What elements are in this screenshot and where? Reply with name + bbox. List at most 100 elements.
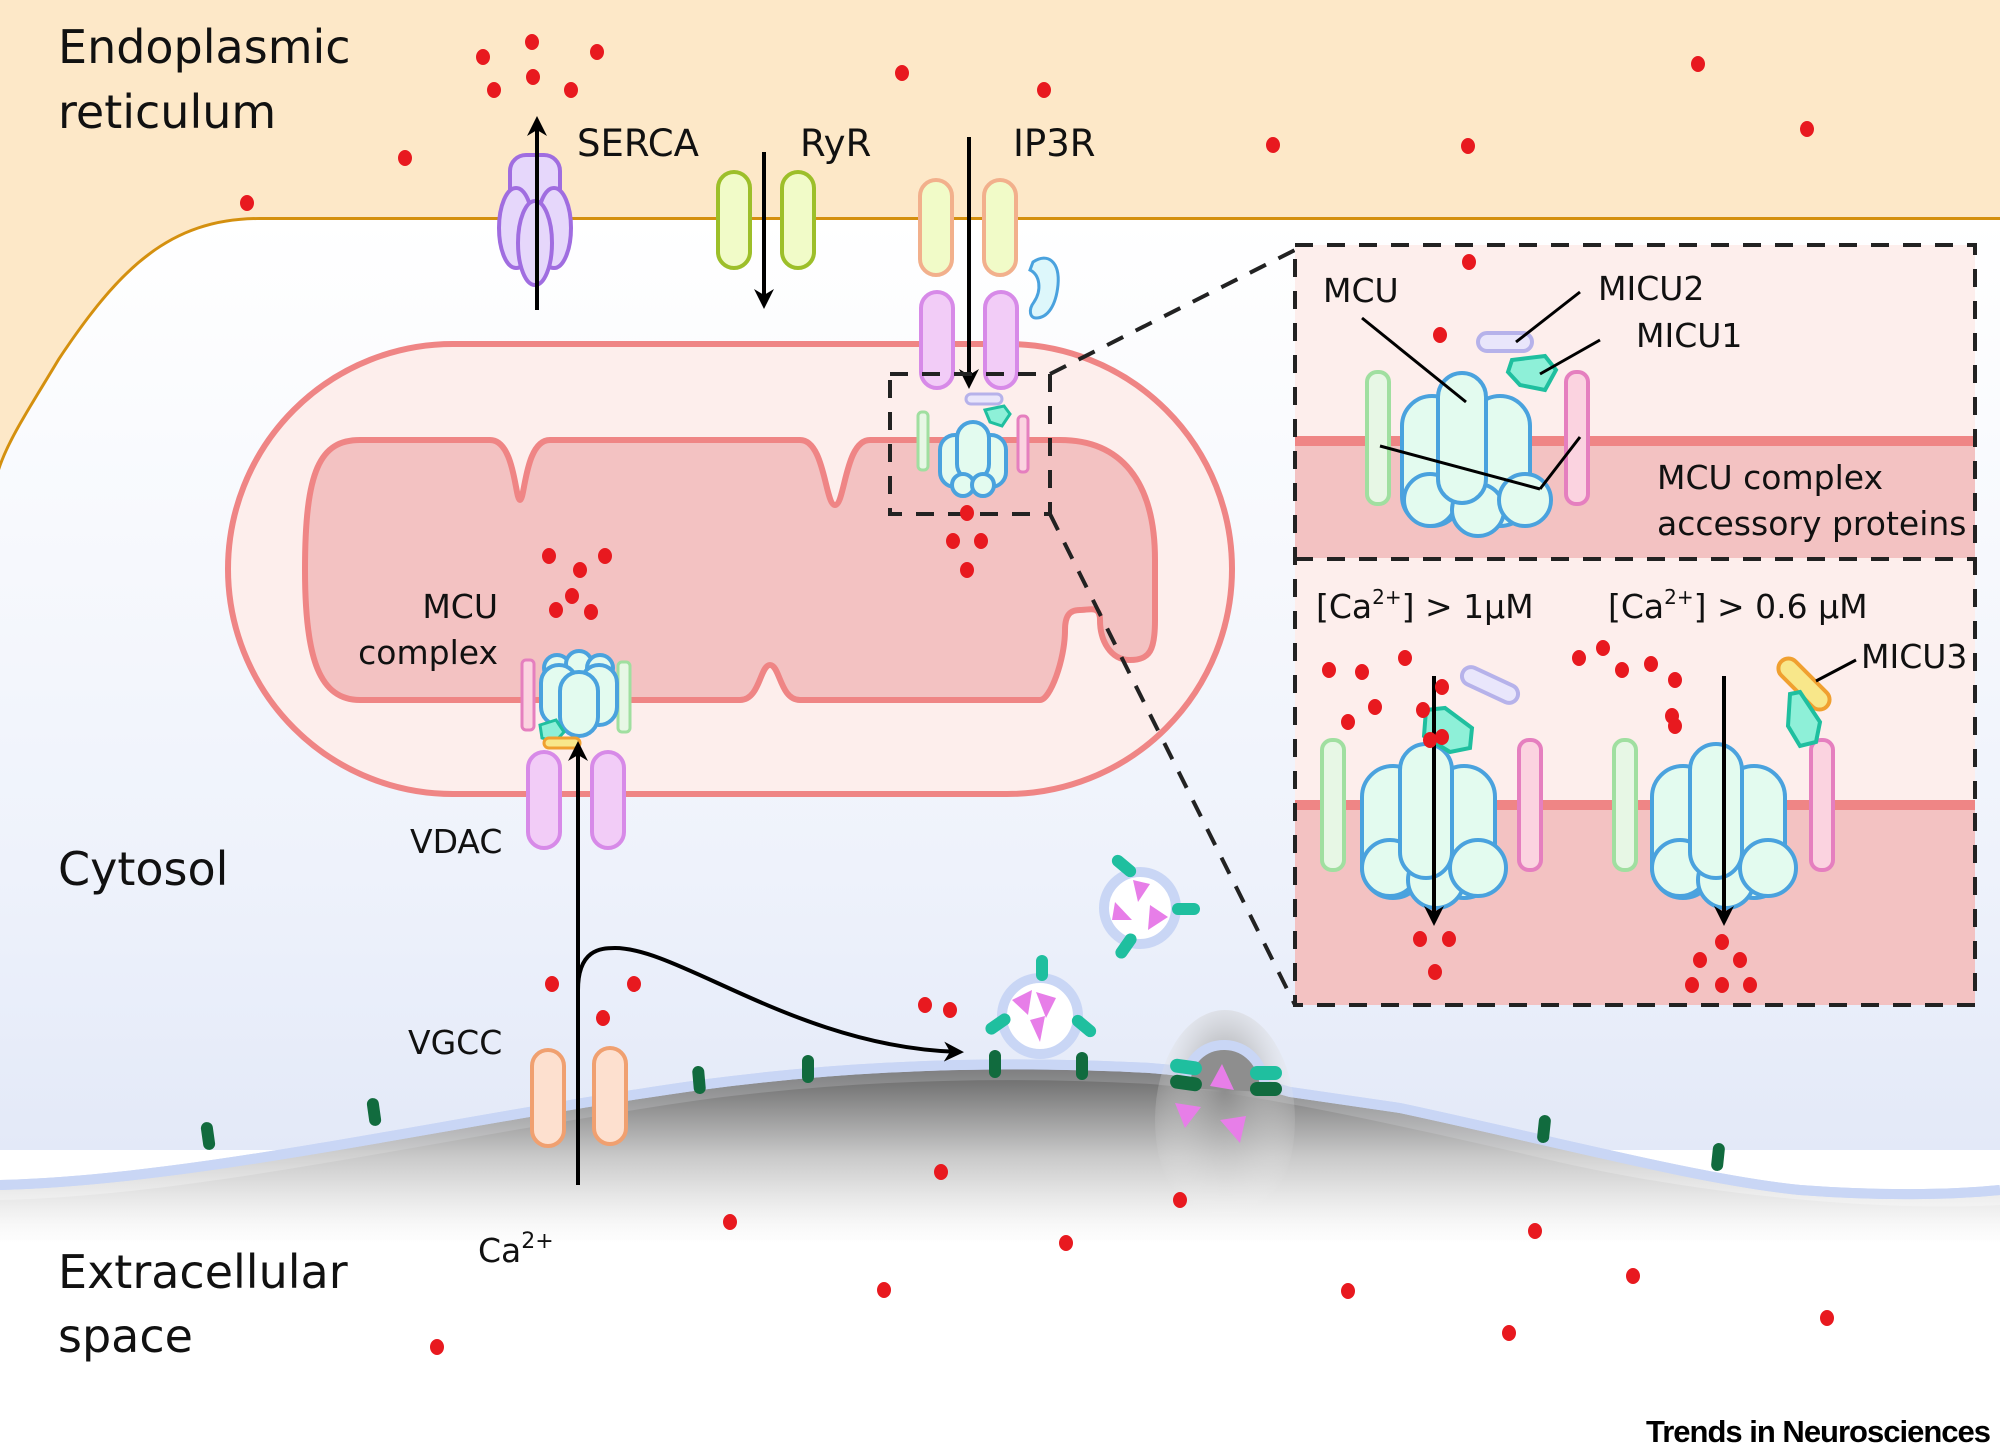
inset-condition-low: [Ca2+] > 0.6 µM [1608,585,1868,626]
mcu-inset-panel [1293,243,1977,1007]
calcium-ion [1502,1325,1516,1341]
mcu-complex-mito [520,649,632,750]
calcium-ion [1820,1310,1834,1326]
zoom-line-top [1049,248,1296,376]
plasma-membrane [0,1059,2000,1451]
calcium-ion [1644,656,1658,672]
calcium-ion [627,976,641,992]
inset-label-micu2: MICU2 [1598,269,1704,308]
calcium-ion [974,533,988,549]
calcium-ion [1413,931,1427,947]
calcium-ion [564,82,578,98]
calcium-ion [943,1002,957,1018]
calcium-ion [565,588,579,604]
label-serca: SERCA [577,122,699,165]
calcium-ion [1572,650,1586,666]
label-cytosol: Cytosol [58,842,228,896]
calcium-ion [1398,650,1412,666]
calcium-ion [549,602,563,618]
inset-label-micu3: MICU3 [1861,637,1967,676]
mcu-pointer-line [1361,316,1467,404]
calcium-ion [545,976,559,992]
accessory-pointer-line-right [1538,436,1582,490]
micu2-pointer-line [1515,290,1581,344]
calcium-ion [723,1214,737,1230]
calcium-ion [895,65,909,81]
calcium-ion [1059,1235,1073,1251]
label-vdac: VDAC [410,822,502,861]
synaptic-vesicle [1099,854,1200,959]
calcium-ion [573,562,587,578]
calcium-ion [1685,977,1699,993]
calcium-ion [877,1282,891,1298]
calcium-ion [1528,1223,1542,1239]
exocytosis-arrow [576,945,964,1062]
calcium-ion [960,562,974,578]
calcium-ion [1266,137,1280,153]
docked-vesicle [985,955,1097,1059]
calcium-ion [598,548,612,564]
calcium-ion [1800,121,1814,137]
calcium-ion [1423,732,1437,748]
inset-label-accessory-line1: MCU complex [1657,458,1883,497]
calcium-ion [1341,1283,1355,1299]
journal-logo: Trends in Neurosciences [1646,1414,1990,1449]
calcium-ion [1715,977,1729,993]
vdac-channel [526,750,626,850]
calcium-ion [934,1164,948,1180]
inset-label-accessory-line2: accessory proteins [1657,504,1966,543]
calcium-ion [1416,702,1430,718]
calcium-ion [1435,679,1449,695]
ip3r-channel [918,178,1060,320]
label-extracellular-line1: Extracellular [58,1245,348,1299]
inner-mitochondrial-membrane [301,437,1158,703]
calcium-ion [1461,138,1475,154]
vgcc-channel [530,1046,628,1148]
label-vgcc: VGCC [408,1023,502,1062]
inset-label-micu1: MICU1 [1636,316,1742,355]
inset-mcu-detail [1361,290,1601,538]
calcium-ion [1037,82,1051,98]
calcium-ion [1462,254,1476,270]
calcium-ion [1668,672,1682,688]
calcium-ion [960,505,974,521]
calcium-ion [525,34,539,50]
label-extracellular-line2: space [58,1309,193,1363]
vdac-channel-top [919,290,1019,390]
calcium-ion [487,82,501,98]
inset-condition-high: [Ca2+] > 1µM [1316,585,1534,626]
accessory-pointer-line-left [1379,444,1541,491]
mitochondrion [225,341,1235,797]
calcium-ion [1433,327,1447,343]
grp75-protein [1028,256,1060,320]
calcium-ion [1442,931,1456,947]
calcium-ion [596,1010,610,1026]
micu3-pointer-line [1815,658,1857,683]
inset-mcu-low-ca [1612,656,1857,926]
zoom-line-bottom [1048,513,1297,1006]
label-mcu-complex-line2: complex [358,633,498,672]
label-mcu-complex-line1: MCU [422,587,498,626]
exocytosis-pore [1155,1010,1295,1230]
calcium-ion [590,44,604,60]
snare-proteins [200,1050,1725,1171]
calcium-ion [1428,964,1442,980]
calcium-ion [1435,729,1449,745]
mcu-complex-contact-site [916,392,1030,498]
label-ip3r: IP3R [1013,122,1095,165]
calcium-ion [1733,952,1747,968]
label-er-line1: Endoplasmic [58,20,351,74]
calcium-ion [1322,662,1336,678]
inset-mcu-high-ca [1320,665,1543,926]
calcium-ion [1368,699,1382,715]
calcium-ion [584,604,598,620]
calcium-ion [1615,662,1629,678]
calcium-ion [946,533,960,549]
calcium-ion [918,997,932,1013]
label-calcium-ion: Ca2+ [478,1229,554,1270]
label-er-line2: reticulum [58,85,276,139]
calcium-ion [1691,56,1705,72]
calcium-ion [1173,1192,1187,1208]
calcium-ion [430,1339,444,1355]
